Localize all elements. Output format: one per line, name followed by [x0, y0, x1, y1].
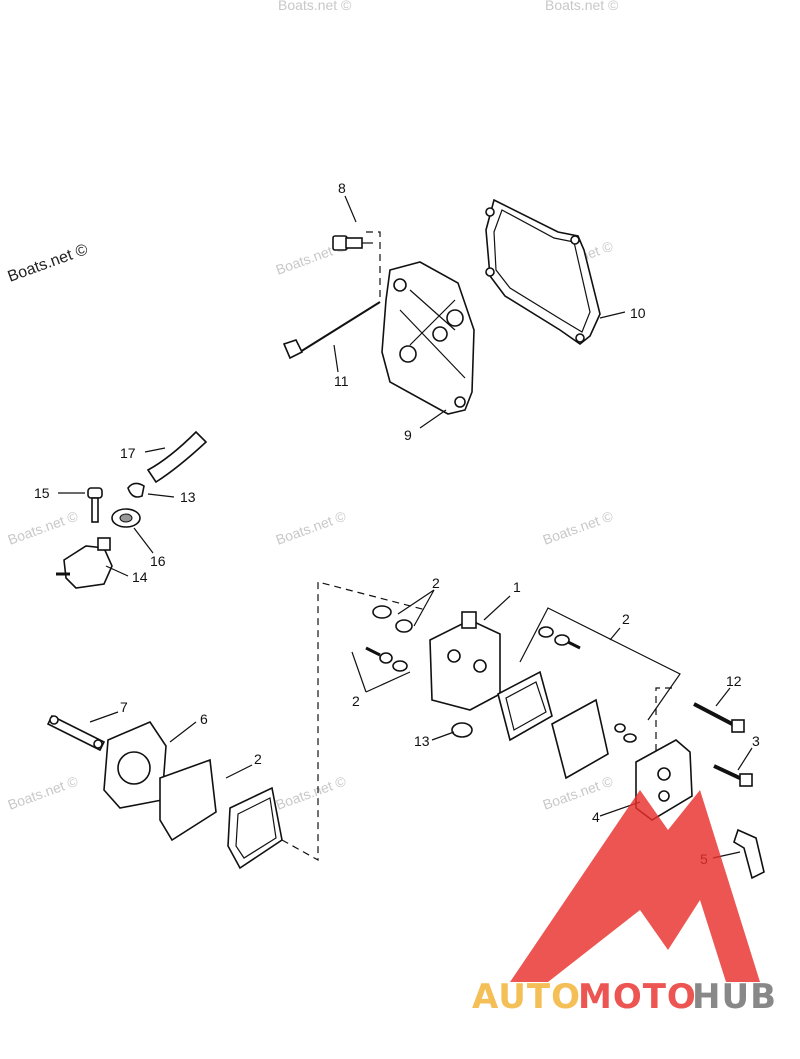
- part-10-cover-gasket: [485, 198, 601, 345]
- part-6-housing: [103, 721, 167, 809]
- part-2-gasket-left-a: [159, 758, 217, 842]
- callout-3: 3: [752, 733, 760, 749]
- automotohub-logo: AUTO MOTO HUB: [472, 790, 777, 1017]
- callout-7: 7: [120, 699, 128, 715]
- callout-14: 14: [132, 569, 148, 585]
- part-2-seal-right: [538, 626, 581, 650]
- part-14-fuel-valve: [56, 537, 113, 589]
- watermark: Boats.net ©: [541, 507, 616, 547]
- callout-2: 2: [432, 575, 440, 591]
- assembly-guide-line: [281, 581, 427, 862]
- watermark: Boats.net ©: [6, 241, 91, 286]
- part-2-gasket-center: [497, 670, 553, 742]
- assembly-group-line: [519, 607, 681, 721]
- callout-6: 6: [200, 711, 208, 727]
- part-15-bolt: [87, 487, 103, 523]
- callout-13: 13: [180, 489, 196, 505]
- callout-9: 9: [404, 427, 412, 443]
- part-5-elbow-fitting: [733, 828, 765, 880]
- callout-labels: 8 9 10 11 17 15 13 16 14 7 6 2 2 2 1 2 1…: [34, 180, 760, 867]
- watermark: Boats.net ©: [6, 772, 81, 812]
- callout-12: 12: [726, 673, 742, 689]
- logo-text-auto: AUTO: [472, 977, 581, 1017]
- logo-text-moto: MOTO: [578, 977, 697, 1017]
- part-16-grommet: [111, 508, 141, 528]
- callout-11: 11: [334, 373, 349, 389]
- watermark: Boats.net ©: [274, 507, 349, 547]
- part-3-short-screw: [713, 764, 753, 787]
- watermark: Boats.net ©: [545, 0, 619, 13]
- part-2-diaphragm: [551, 698, 609, 780]
- callout-17: 17: [120, 445, 136, 461]
- assembly-guide-line: [366, 231, 381, 300]
- callout-2: 2: [352, 693, 360, 709]
- part-2-gasket-left-b: [227, 786, 283, 870]
- part-8-screw: [332, 235, 373, 251]
- part-2-small-parts: [365, 646, 408, 672]
- part-11-rod: [282, 301, 381, 360]
- watermark: Boats.net ©: [278, 0, 352, 13]
- part-13-clamp-upper: [127, 482, 145, 498]
- part-17-hose: [146, 430, 208, 484]
- assembly-guide-line: [655, 687, 672, 760]
- part-4-pump-cover: [635, 739, 693, 821]
- callout-1: 1: [513, 579, 521, 595]
- callout-15: 15: [34, 485, 50, 501]
- callout-2: 2: [254, 751, 262, 767]
- part-12-long-screw: [693, 702, 745, 733]
- logo-text-hub: HUB: [692, 977, 777, 1017]
- logo-triangle: [510, 790, 760, 982]
- callout-8: 8: [338, 180, 346, 196]
- callout-16: 16: [150, 553, 166, 569]
- callout-4: 4: [592, 809, 600, 825]
- watermark: Boats.net ©: [541, 772, 616, 812]
- part-2-seal-ring: [372, 605, 413, 633]
- part-9-cover-plate: [381, 261, 475, 415]
- part-13-clamp-lower: [451, 722, 473, 738]
- leader-lines: [58, 195, 753, 859]
- part-7-link: [46, 714, 106, 752]
- watermark: Boats.net ©: [6, 507, 81, 547]
- part-2-spring-right: [614, 723, 637, 743]
- callout-10: 10: [630, 305, 646, 321]
- watermark: Boats.net ©: [274, 772, 349, 812]
- part-1-fuel-pump-body: [429, 611, 501, 711]
- callout-13: 13: [414, 733, 430, 749]
- callout-2: 2: [622, 611, 630, 627]
